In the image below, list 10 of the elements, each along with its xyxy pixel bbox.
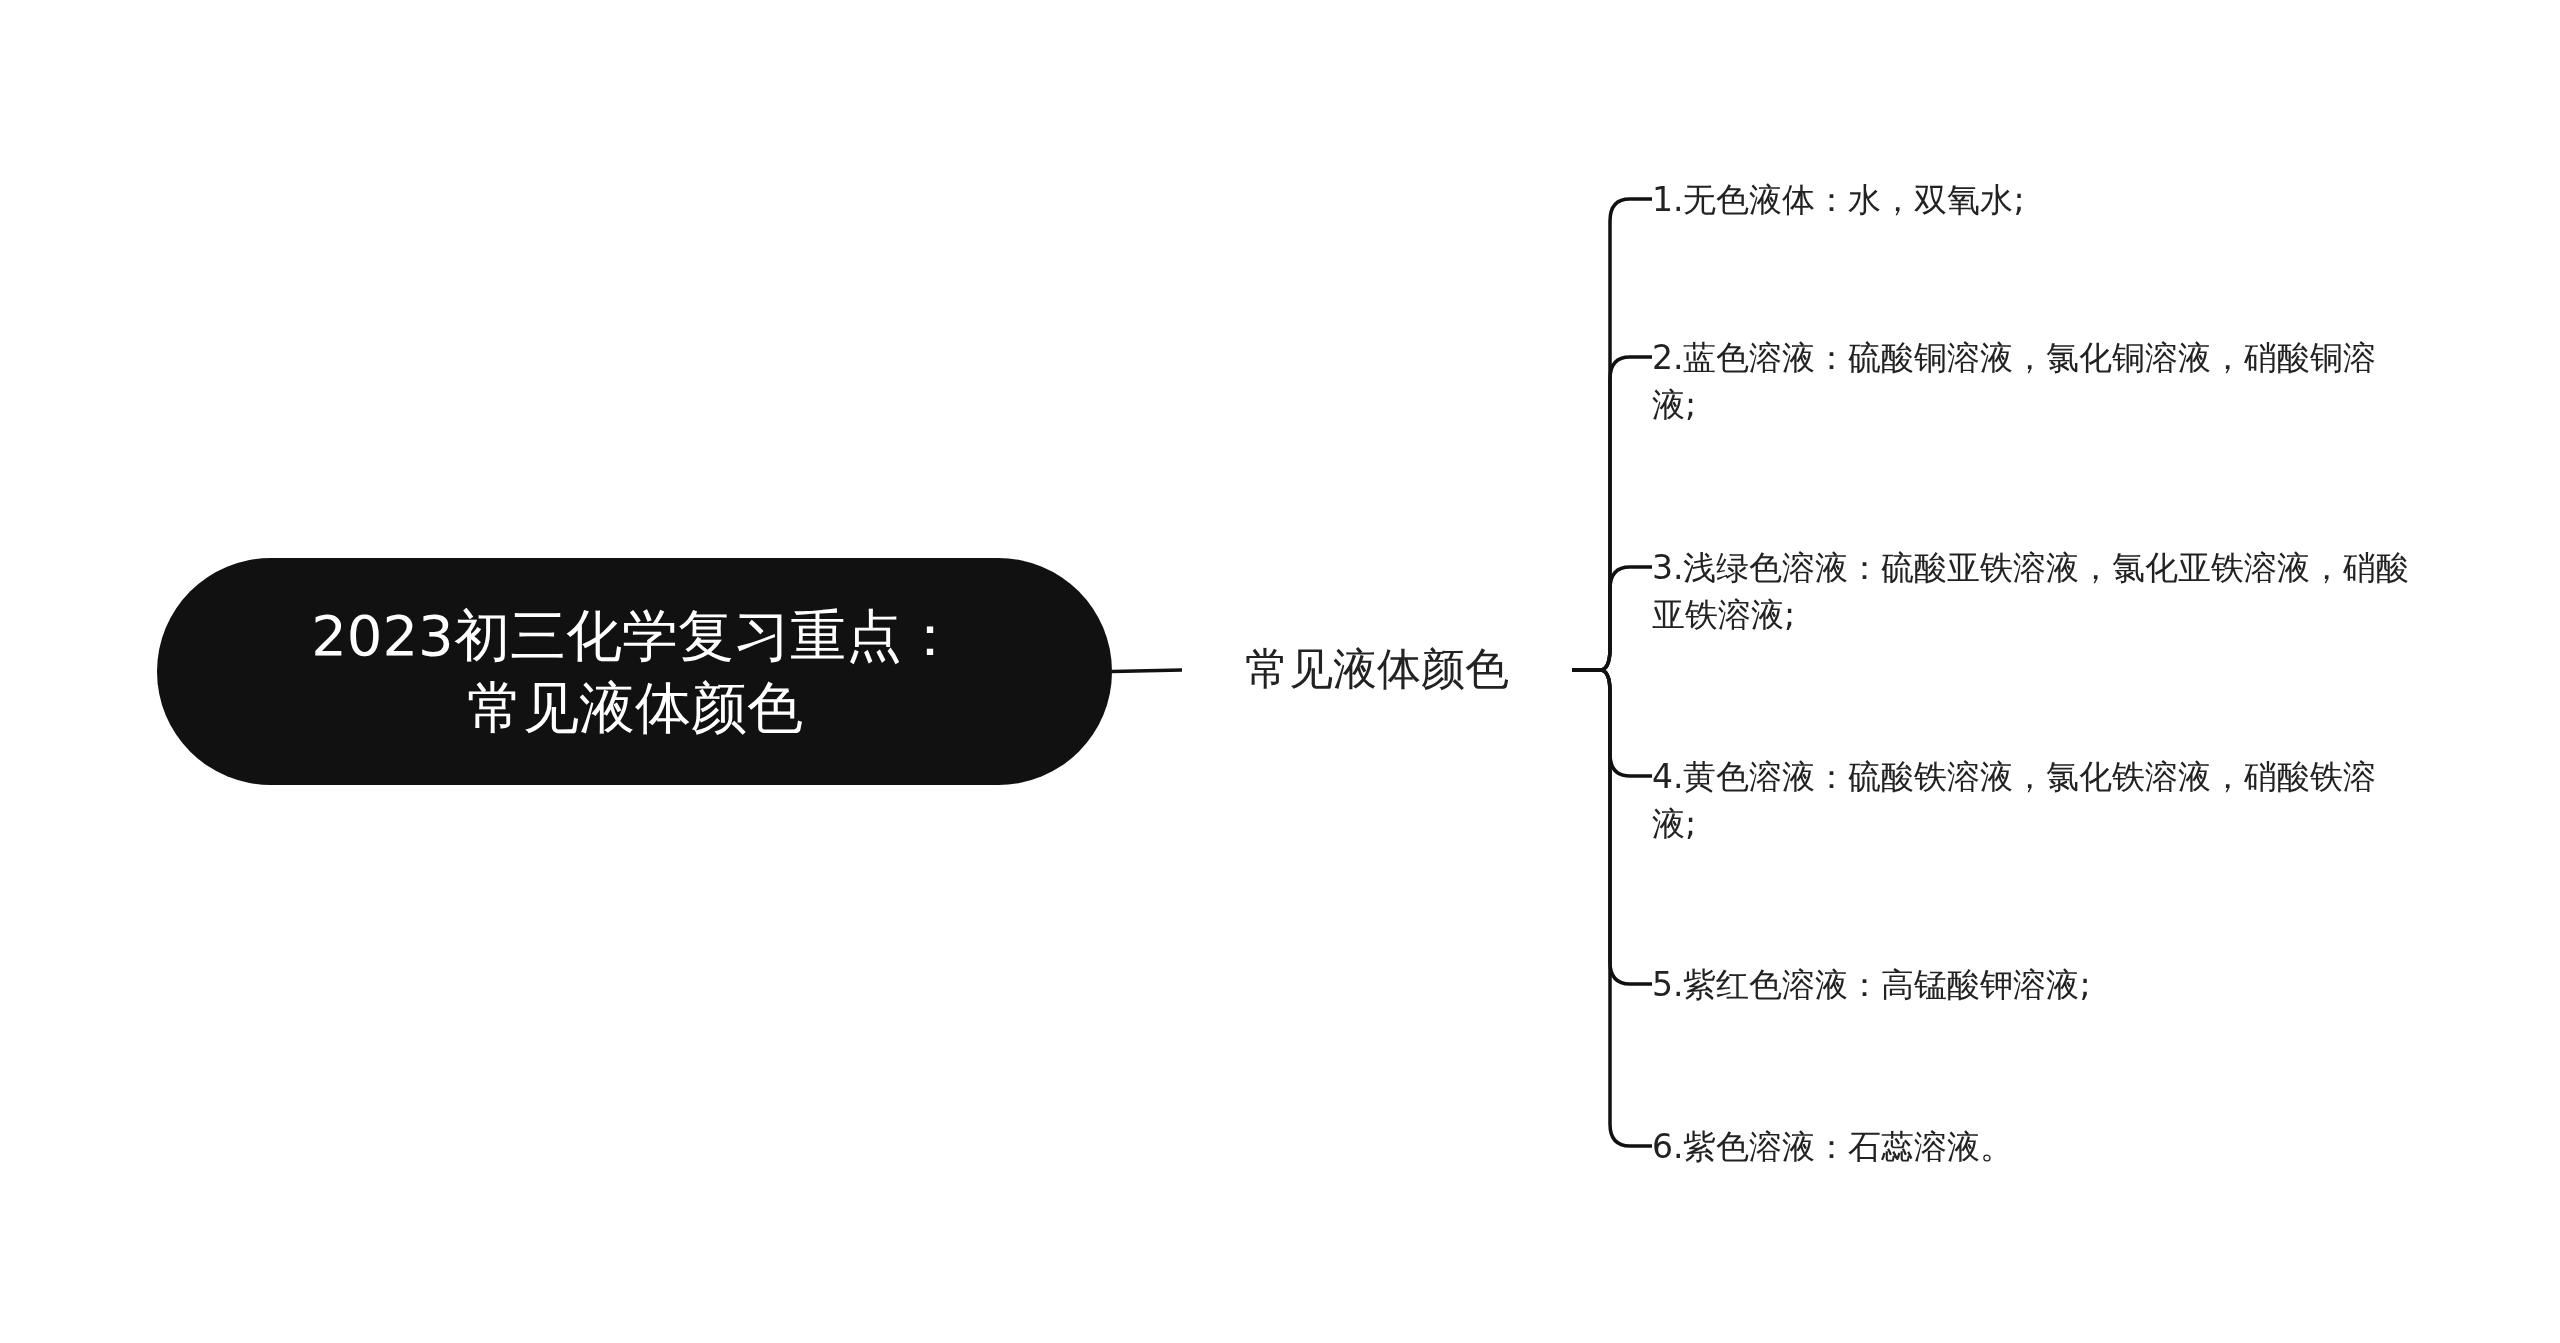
leaf-text: 2.蓝色溶液：硫酸铜溶液，氯化铜溶液，硝酸铜溶液; [1652,334,2412,428]
connector-line [1572,668,1652,1148]
root-topic: 2023初三化学复习重点：常见液体颜色 [157,558,1112,785]
connector-line [1111,668,1183,674]
leaf-text: 4.黄色溶液：硫酸铁溶液，氯化铁溶液，硝酸铁溶液; [1652,753,2412,847]
leaf-text: 5.紫红色溶液：高锰酸钾溶液; [1652,961,2412,1008]
leaf-text: 1.无色液体：水，双氧水; [1652,176,2412,223]
leaf-text: 6.紫色溶液：石蕊溶液。 [1652,1123,2412,1170]
leaf-text: 3.浅绿色溶液：硫酸亚铁溶液，氯化亚铁溶液，硝酸亚铁溶液; [1652,544,2412,638]
branch-topic: 常见液体颜色 [1182,640,1572,700]
